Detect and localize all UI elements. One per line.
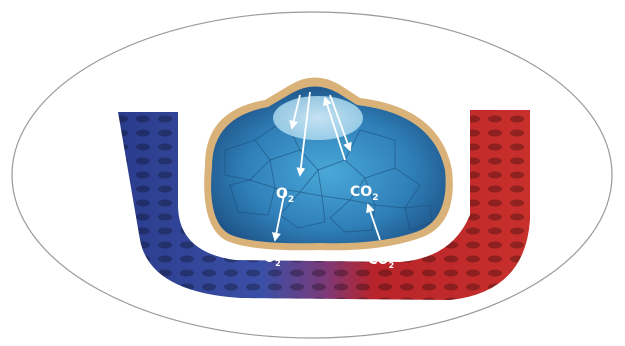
- o2-outer-label: O2: [264, 251, 281, 268]
- air-space: [273, 96, 363, 140]
- co2-outer-label: CO2: [368, 253, 394, 270]
